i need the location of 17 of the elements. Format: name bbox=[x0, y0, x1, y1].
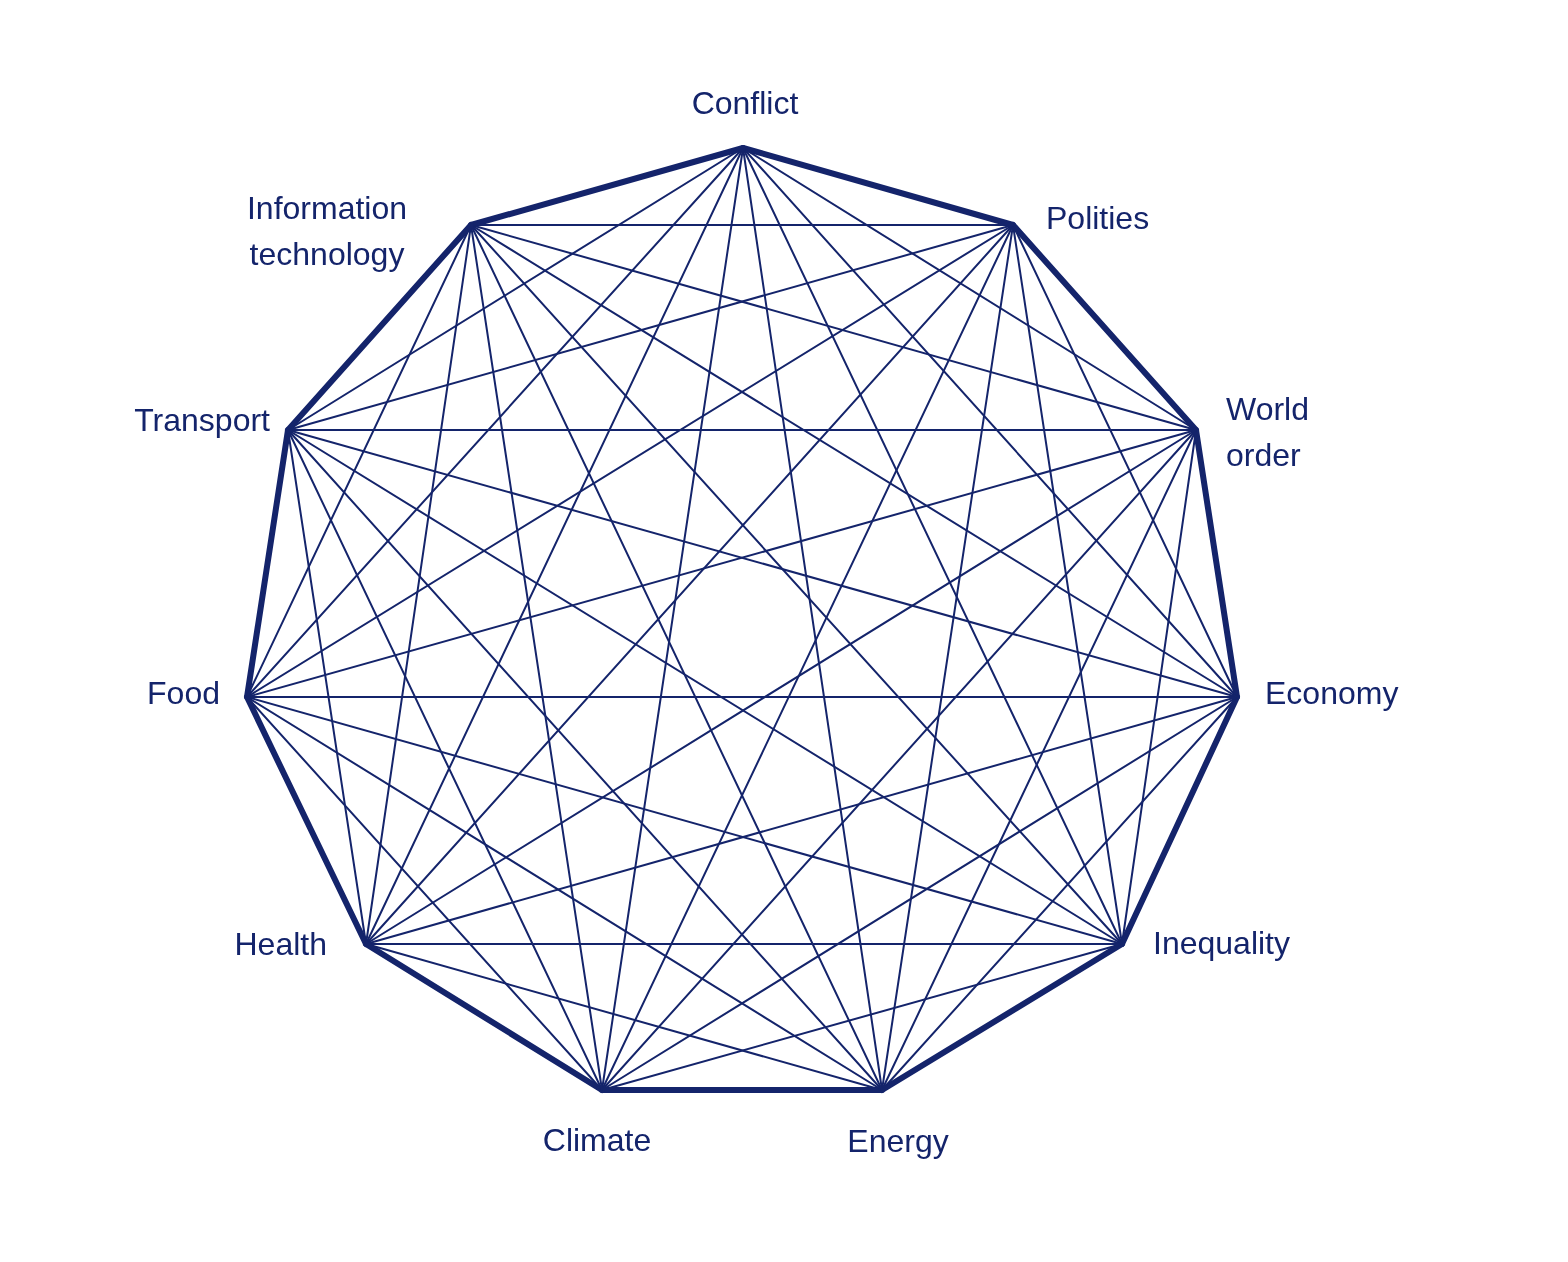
node-label: Polities bbox=[1046, 195, 1246, 241]
node-label: Transport bbox=[40, 397, 270, 443]
outline-edge bbox=[1119, 694, 1240, 947]
node-label: Conflict bbox=[645, 80, 845, 126]
node-label: Health bbox=[127, 921, 327, 967]
outline-edge bbox=[363, 941, 605, 1093]
node-label: Climate bbox=[497, 1117, 697, 1163]
node-label: World order bbox=[1226, 386, 1346, 478]
node-label: Economy bbox=[1265, 670, 1465, 716]
outline-edge bbox=[244, 694, 369, 947]
node-label: Inequality bbox=[1153, 920, 1373, 966]
outline-edge bbox=[285, 222, 474, 433]
outline-edge bbox=[879, 941, 1125, 1093]
connecting-line bbox=[470, 224, 1123, 945]
node-label: Energy bbox=[798, 1118, 998, 1164]
node-label: Food bbox=[20, 670, 220, 716]
node-label: Information technology bbox=[222, 185, 432, 277]
